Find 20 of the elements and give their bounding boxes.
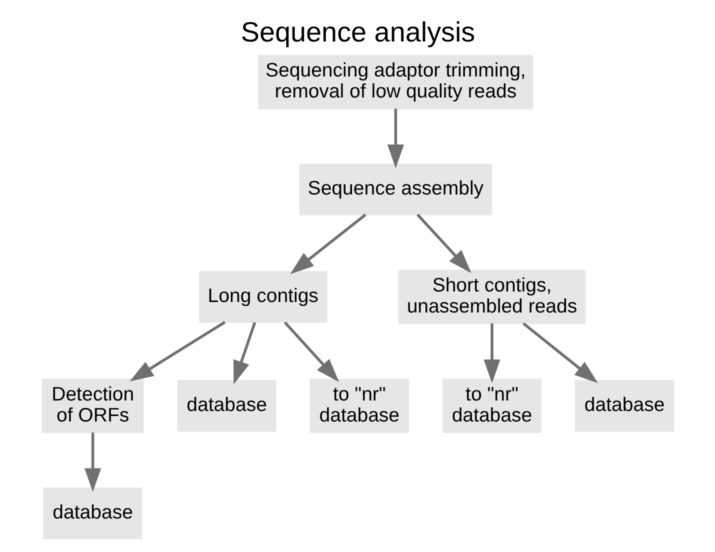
arrow	[416, 214, 471, 274]
node-box: Short contigs, unassembled reads	[398, 270, 585, 324]
arrow	[283, 321, 339, 382]
arrow	[129, 320, 226, 382]
node-box: database	[42, 487, 142, 540]
node-box: Long contigs	[198, 271, 327, 323]
arrow	[522, 322, 598, 384]
node-box: database	[176, 380, 276, 432]
node-box: to "nr" database	[309, 378, 408, 434]
arrow	[290, 214, 366, 274]
node-box: Sequence assembly	[298, 164, 492, 216]
node-box: database	[574, 380, 674, 432]
arrow	[84, 432, 101, 492]
node-box: Sequencing adaptor trimming, removal of low quality reads	[258, 54, 533, 110]
arrow	[386, 108, 404, 168]
arrow	[483, 323, 500, 384]
arrow	[232, 322, 256, 384]
node-box: Detection of ORFs	[41, 378, 144, 434]
node-box: to "nr" database	[442, 378, 542, 434]
diagram-title: Sequence analysis	[240, 16, 475, 48]
